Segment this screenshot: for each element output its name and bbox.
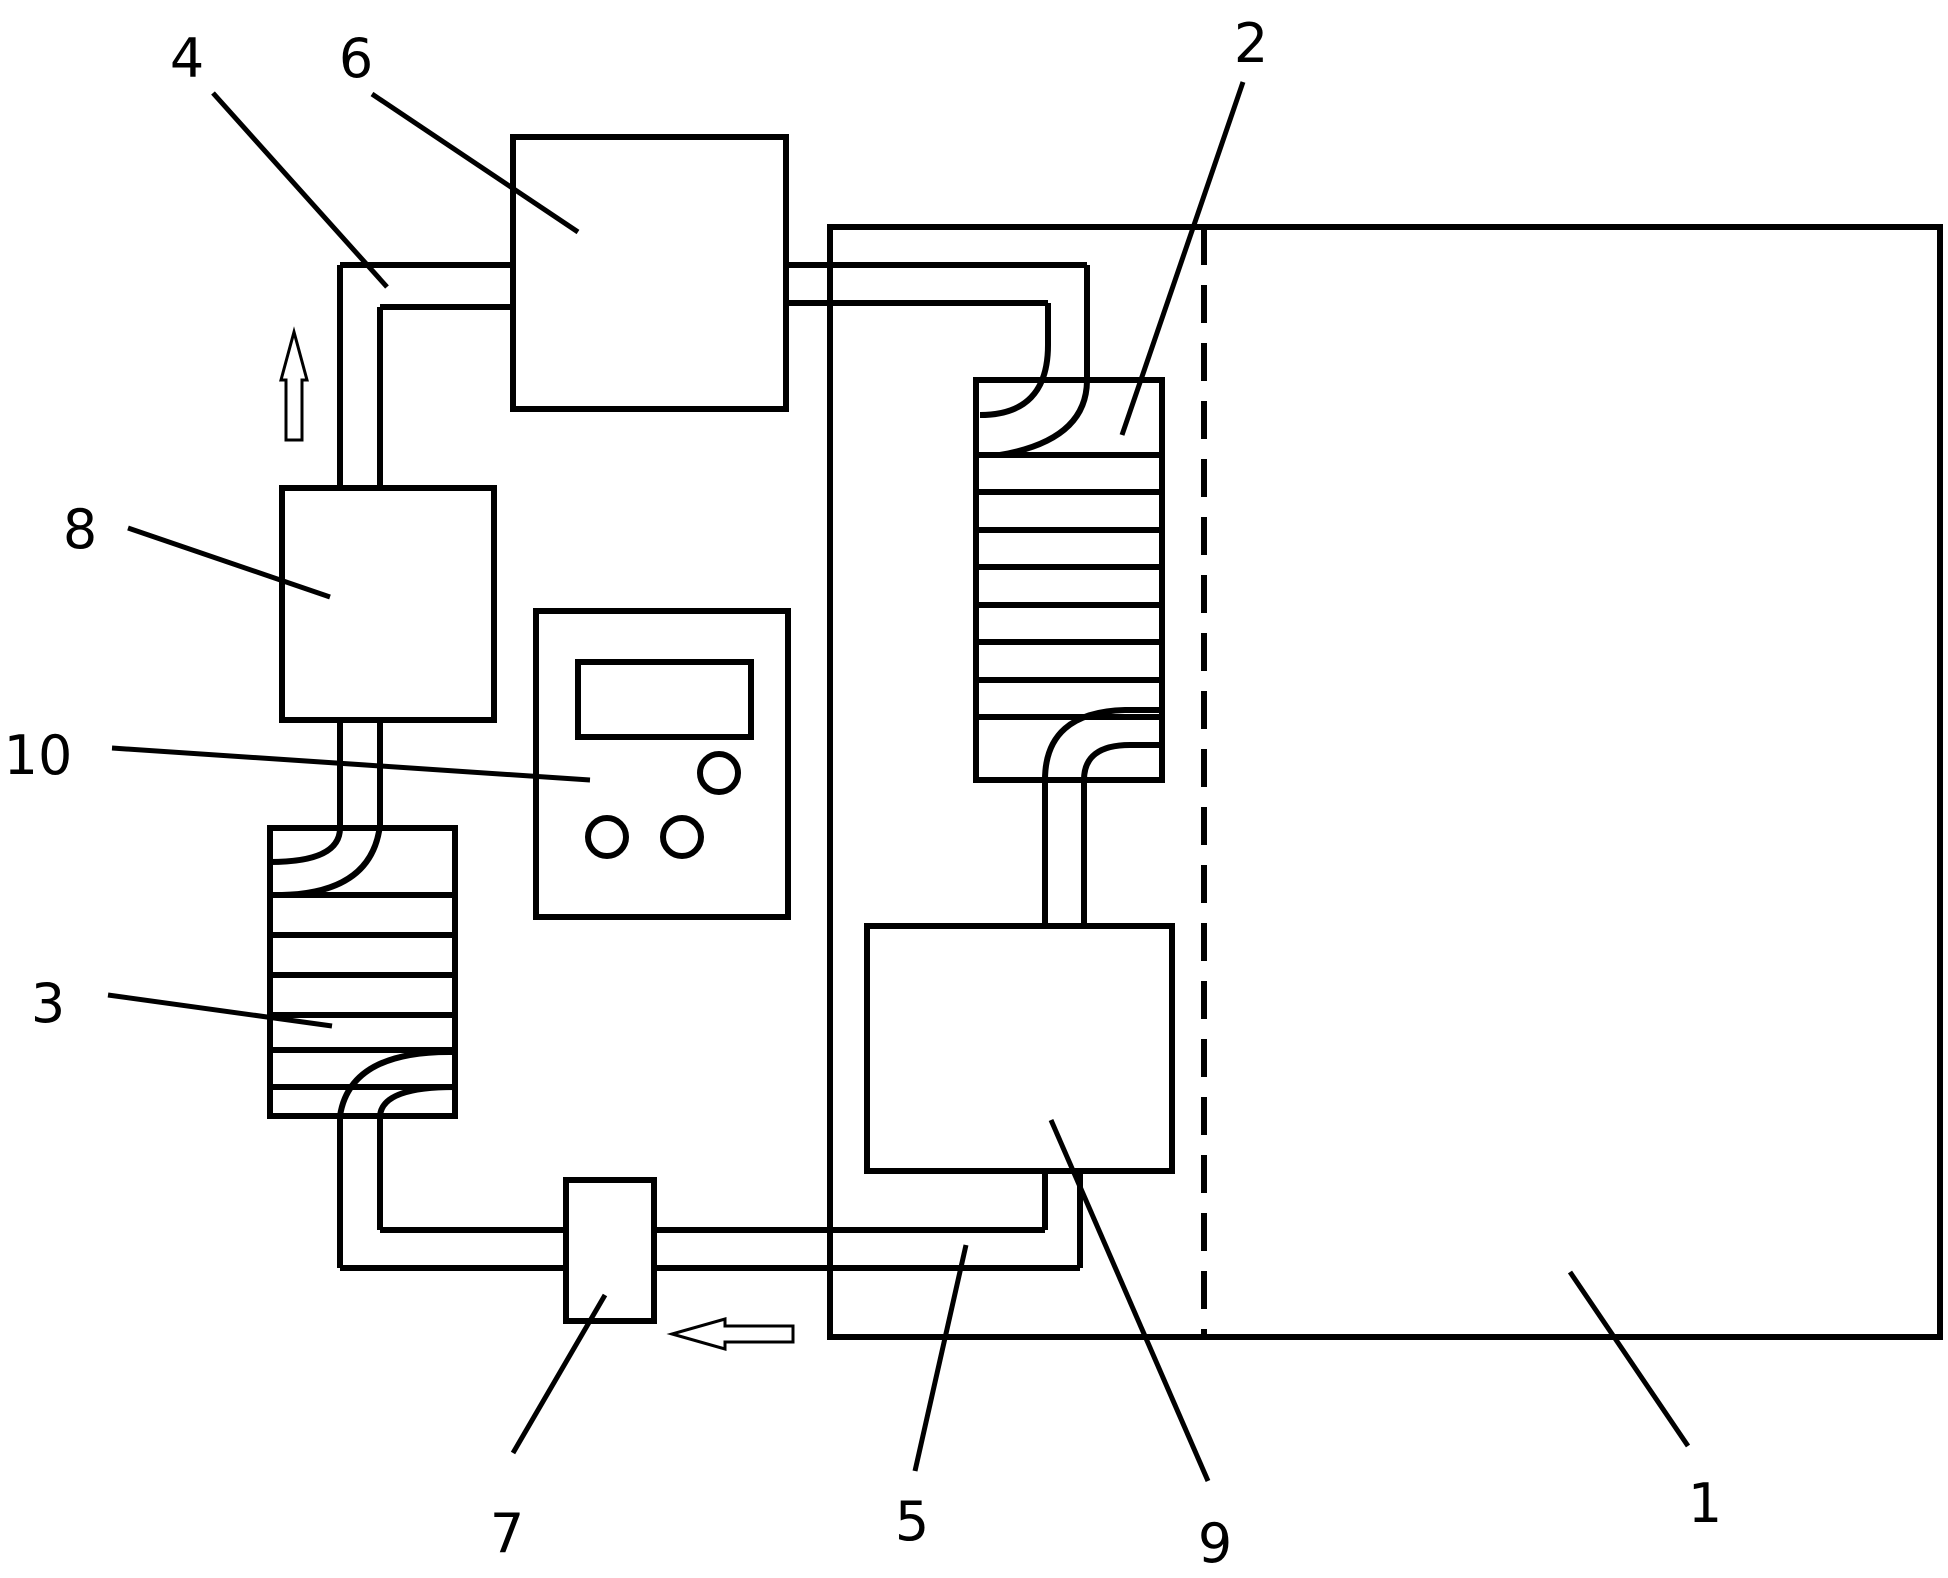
label-4: 4 [170, 27, 204, 90]
label-2: 2 [1234, 12, 1268, 75]
controller-knob [585, 815, 629, 859]
label-9: 9 [1198, 1512, 1232, 1575]
flow-arrow-up [279, 326, 309, 442]
label-1: 1 [1688, 1472, 1722, 1535]
controller-knob [660, 815, 704, 859]
label-8: 8 [63, 498, 97, 561]
reference-labels: 1 2 3 4 5 6 7 8 9 10 [4, 12, 1723, 1575]
label-3: 3 [31, 972, 65, 1035]
label-10: 10 [4, 724, 73, 787]
component-box-8 [279, 485, 497, 723]
heat-exchanger-2 [973, 344, 1165, 783]
controller-knob [697, 751, 741, 795]
component-box-6 [510, 134, 789, 412]
flow-arrow-left [666, 1317, 795, 1351]
controller-10 [533, 608, 791, 920]
housing-1 [827, 224, 1943, 1340]
heat-exchanger-3 [267, 824, 458, 1119]
controller-display [575, 659, 754, 740]
valve-7 [563, 1177, 657, 1324]
pipe-loop-4 [337, 262, 1090, 1271]
label-5: 5 [895, 1490, 929, 1553]
leader-lines [107, 81, 1691, 1482]
label-6: 6 [339, 27, 373, 90]
component-box-9 [864, 923, 1175, 1174]
label-7: 7 [490, 1502, 524, 1565]
